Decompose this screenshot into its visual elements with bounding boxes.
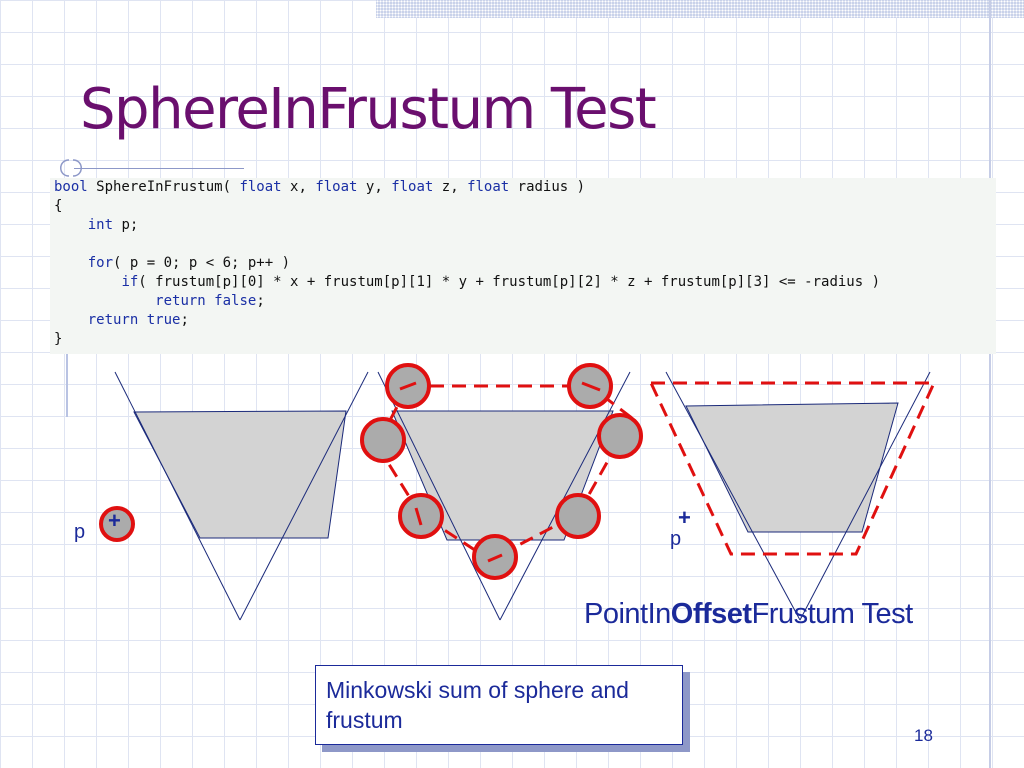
code-line: return true; (54, 311, 996, 330)
sphere-mark-4 (414, 507, 423, 526)
code-text: ( frustum[p][0] * x + frustum[p][1] * y … (138, 274, 881, 290)
code-keyword: return (155, 293, 206, 309)
code-keyword: float (315, 179, 358, 195)
right-decor-line (989, 0, 991, 768)
code-keyword: int (87, 217, 114, 233)
code-text: x, (281, 179, 316, 195)
code-text: radius ) (509, 179, 586, 195)
code-keyword: true (146, 312, 181, 328)
caption-prefix: PointIn (584, 598, 671, 630)
sphere-mark-2 (581, 381, 601, 392)
frustum-left-edge-right (239, 371, 369, 621)
frustum-middle (360, 363, 643, 621)
top-decor-band (376, 0, 1024, 18)
code-line: { (54, 197, 996, 216)
frustum-right-body (685, 402, 899, 533)
frustum-middle-edge-left (377, 371, 501, 621)
code-block: bool SphereInFrustum( float x, float y, … (50, 178, 996, 354)
sphere-mid-right (597, 413, 643, 459)
code-text: p; (113, 217, 139, 233)
code-keyword: false (214, 293, 257, 309)
code-keyword: if (121, 274, 139, 290)
code-line: return false; (54, 292, 996, 311)
code-line: bool SphereInFrustum( float x, float y, … (54, 178, 996, 197)
frustum-right-edge-right (799, 371, 931, 621)
caption-bold: Offset (670, 598, 752, 630)
minkowski-callout: Minkowski sum of sphere and frustum (315, 665, 683, 745)
point-in-offset-frustum-caption: PointInOffsetFrustum Test (584, 598, 913, 631)
title-underline (74, 168, 244, 169)
code-line: } (54, 330, 996, 349)
code-text: y, (357, 179, 392, 195)
left-decor-line (66, 345, 68, 417)
code-text: ( p = 0; p < 6; p++ ) (113, 255, 291, 271)
slide-number: 18 (914, 726, 933, 745)
point-p-sphere (99, 506, 135, 542)
frustum-left-body (133, 410, 347, 539)
code-keyword: bool (54, 179, 88, 195)
caption-suffix: Frustum Test (751, 598, 914, 630)
sphere-mark-1 (399, 381, 417, 391)
frustum-middle-edge-right (499, 371, 631, 621)
offset-frustum-outline (648, 381, 937, 556)
sphere-low-right (555, 493, 601, 539)
code-text: z, (433, 179, 468, 195)
code-text: ; (256, 293, 265, 309)
point-p-label-left: p (74, 521, 86, 543)
code-line: for( p = 0; p < 6; p++ ) (54, 254, 996, 273)
frustum-right (648, 371, 937, 621)
point-p-circle (99, 506, 135, 542)
sphere-low-left (398, 493, 444, 539)
code-keyword: float (239, 179, 282, 195)
code-text: } (54, 331, 63, 347)
frustum-right-edge-left (665, 371, 801, 621)
code-line: int p; (54, 216, 996, 235)
code-text: ; (180, 312, 189, 328)
sphere-mid-left (360, 417, 406, 463)
point-plus-left: + (108, 508, 121, 533)
code-keyword: float (467, 179, 510, 195)
point-p-label-right: p (670, 528, 682, 550)
code-keyword: return (87, 312, 139, 328)
frustum-left-edge-left (114, 371, 241, 621)
sphere-group (360, 363, 643, 580)
code-line: if( frustum[p][0] * x + frustum[p][1] * … (54, 273, 996, 292)
code-keyword: for (87, 255, 114, 271)
code-keyword: float (391, 179, 434, 195)
slide-title: SphereInFrustum Test (80, 77, 657, 142)
code-text: SphereInFrustum( (87, 179, 240, 195)
sphere-mark-3 (487, 553, 503, 563)
code-text: { (54, 198, 63, 214)
point-plus-right: + (678, 505, 691, 530)
frustum-left (114, 371, 369, 621)
